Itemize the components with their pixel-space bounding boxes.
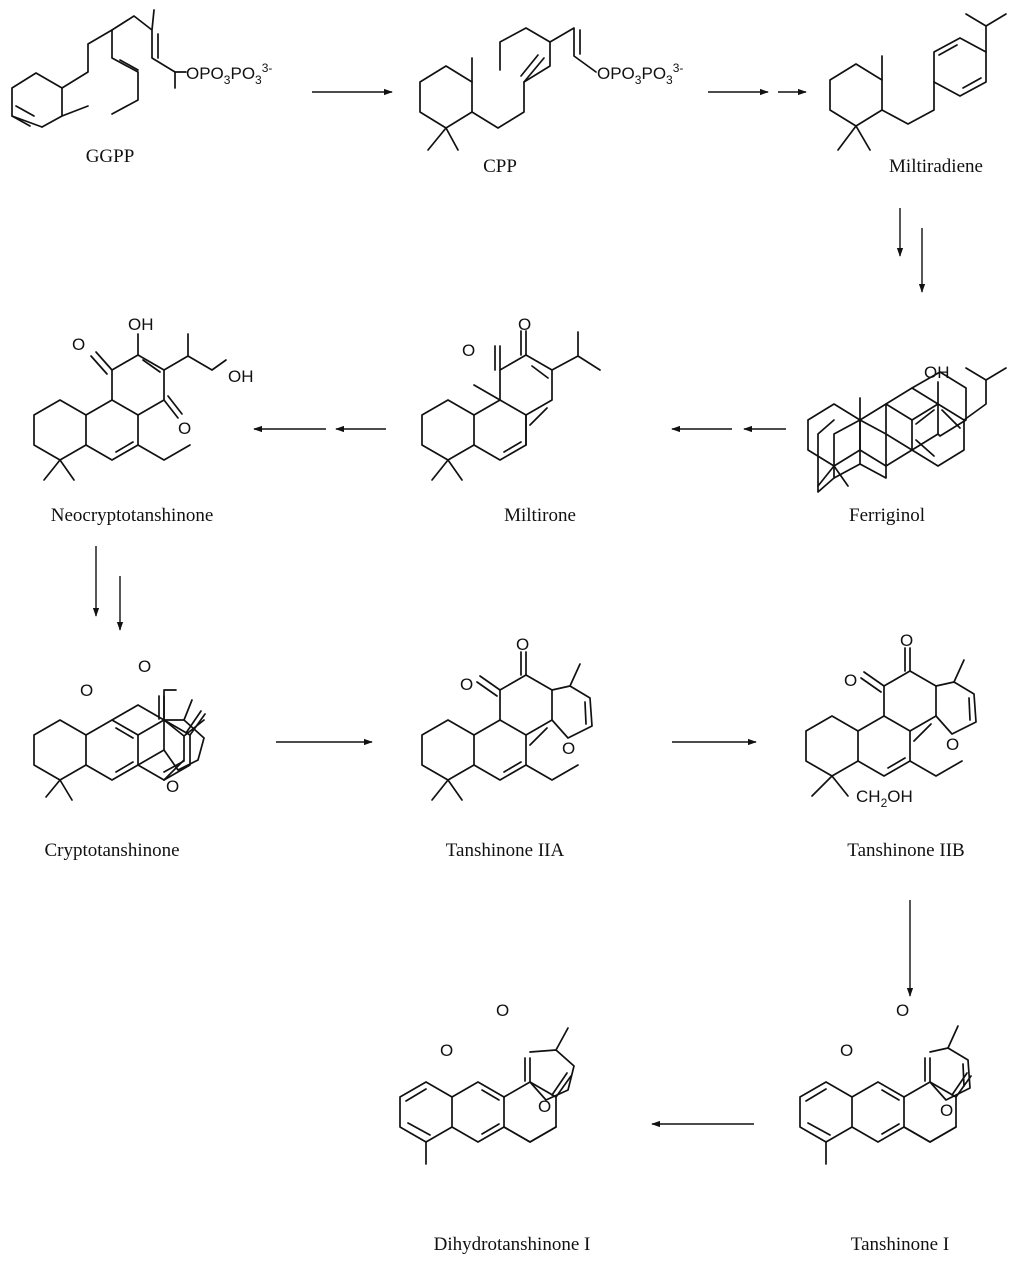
neocryptotanshinone-hydroxyl-1: OH — [128, 315, 154, 334]
cpp-structure — [419, 27, 597, 151]
dihydrotanshinone-i-furan-oxygen: O — [538, 1097, 551, 1116]
tanshinone-iib-furan-oxygen: O — [946, 735, 959, 754]
neocryptotanshinone-structure — [33, 333, 227, 481]
neocryptotanshinone-oxygen-1: O — [72, 335, 85, 354]
ggpp-structure — [11, 9, 187, 128]
tanshinone-iia-structure — [421, 651, 593, 801]
neocryptotanshinone-hydroxyl-2: OH — [228, 367, 254, 386]
cryptotanshinone-label: Cryptotanshinone — [44, 840, 179, 861]
miltirone-oxygen-2: O — [518, 315, 531, 334]
tanshinone-i-oxygen-2: O — [896, 1001, 909, 1020]
cpp-label: CPP — [483, 156, 517, 177]
miltirone-structure — [421, 330, 601, 481]
ggpp-label: GGPP — [86, 146, 135, 167]
tanshinone-i-structure — [799, 1025, 972, 1165]
miltiradiene-label: Miltiradiene — [889, 156, 983, 177]
miltirone-oxygen-1: O — [462, 341, 475, 360]
cpp-diphosphate-label: OPO3PO33- — [597, 61, 683, 87]
tanshinone-iib-oxygen-2: O — [900, 631, 913, 650]
tanshinone-iib-oxygen-1: O — [844, 671, 857, 690]
tanshinone-iia-oxygen-1: O — [460, 675, 473, 694]
tanshinone-i-oxygen-1: O — [840, 1041, 853, 1060]
tanshinone-i-furan-oxygen: O — [940, 1101, 953, 1120]
tanshinone-iib-hydroxymethyl: CH2OH — [856, 787, 913, 810]
cryptotanshinone-structure — [33, 689, 206, 801]
dihydrotanshinone-i-label: Dihydrotanshinone I — [434, 1234, 591, 1255]
cryptotanshinone-structure — [111, 699, 205, 771]
dihydrotanshinone-i-oxygen-1: O — [440, 1041, 453, 1060]
dihydrotanshinone-i-oxygen-2: O — [496, 1001, 509, 1020]
ferriginol-hydroxyl: OH — [924, 363, 950, 382]
tanshinone-iib-label: Tanshinone IIB — [847, 840, 964, 861]
tanshinone-i-label: Tanshinone I — [851, 1234, 949, 1255]
miltiradiene-structure — [829, 13, 1007, 151]
dihydrotanshinone-i-structure — [399, 1027, 575, 1165]
tanshinone-iib-structure — [805, 647, 977, 797]
neocryptotanshinone-oxygen-2: O — [178, 419, 191, 438]
ferriginol-structure — [807, 367, 1007, 487]
miltirone-label: Miltirone — [504, 505, 576, 526]
tanshinone-iia-oxygen-2: O — [516, 635, 529, 654]
tanshinone-iia-furan-oxygen: O — [562, 739, 575, 758]
cryptotanshinone-oxygen-2: O — [138, 657, 151, 676]
tanshinone-iia-label: Tanshinone IIA — [446, 840, 565, 861]
neocryptotanshinone-label: Neocryptotanshinone — [51, 505, 214, 526]
cryptotanshinone-furan-oxygen: O — [166, 777, 179, 796]
ferriginol-label: Ferriginol — [849, 505, 925, 526]
ggpp-diphosphate-label: OPO3PO33- — [186, 61, 272, 87]
cryptotanshinone-oxygen-1: O — [80, 681, 93, 700]
